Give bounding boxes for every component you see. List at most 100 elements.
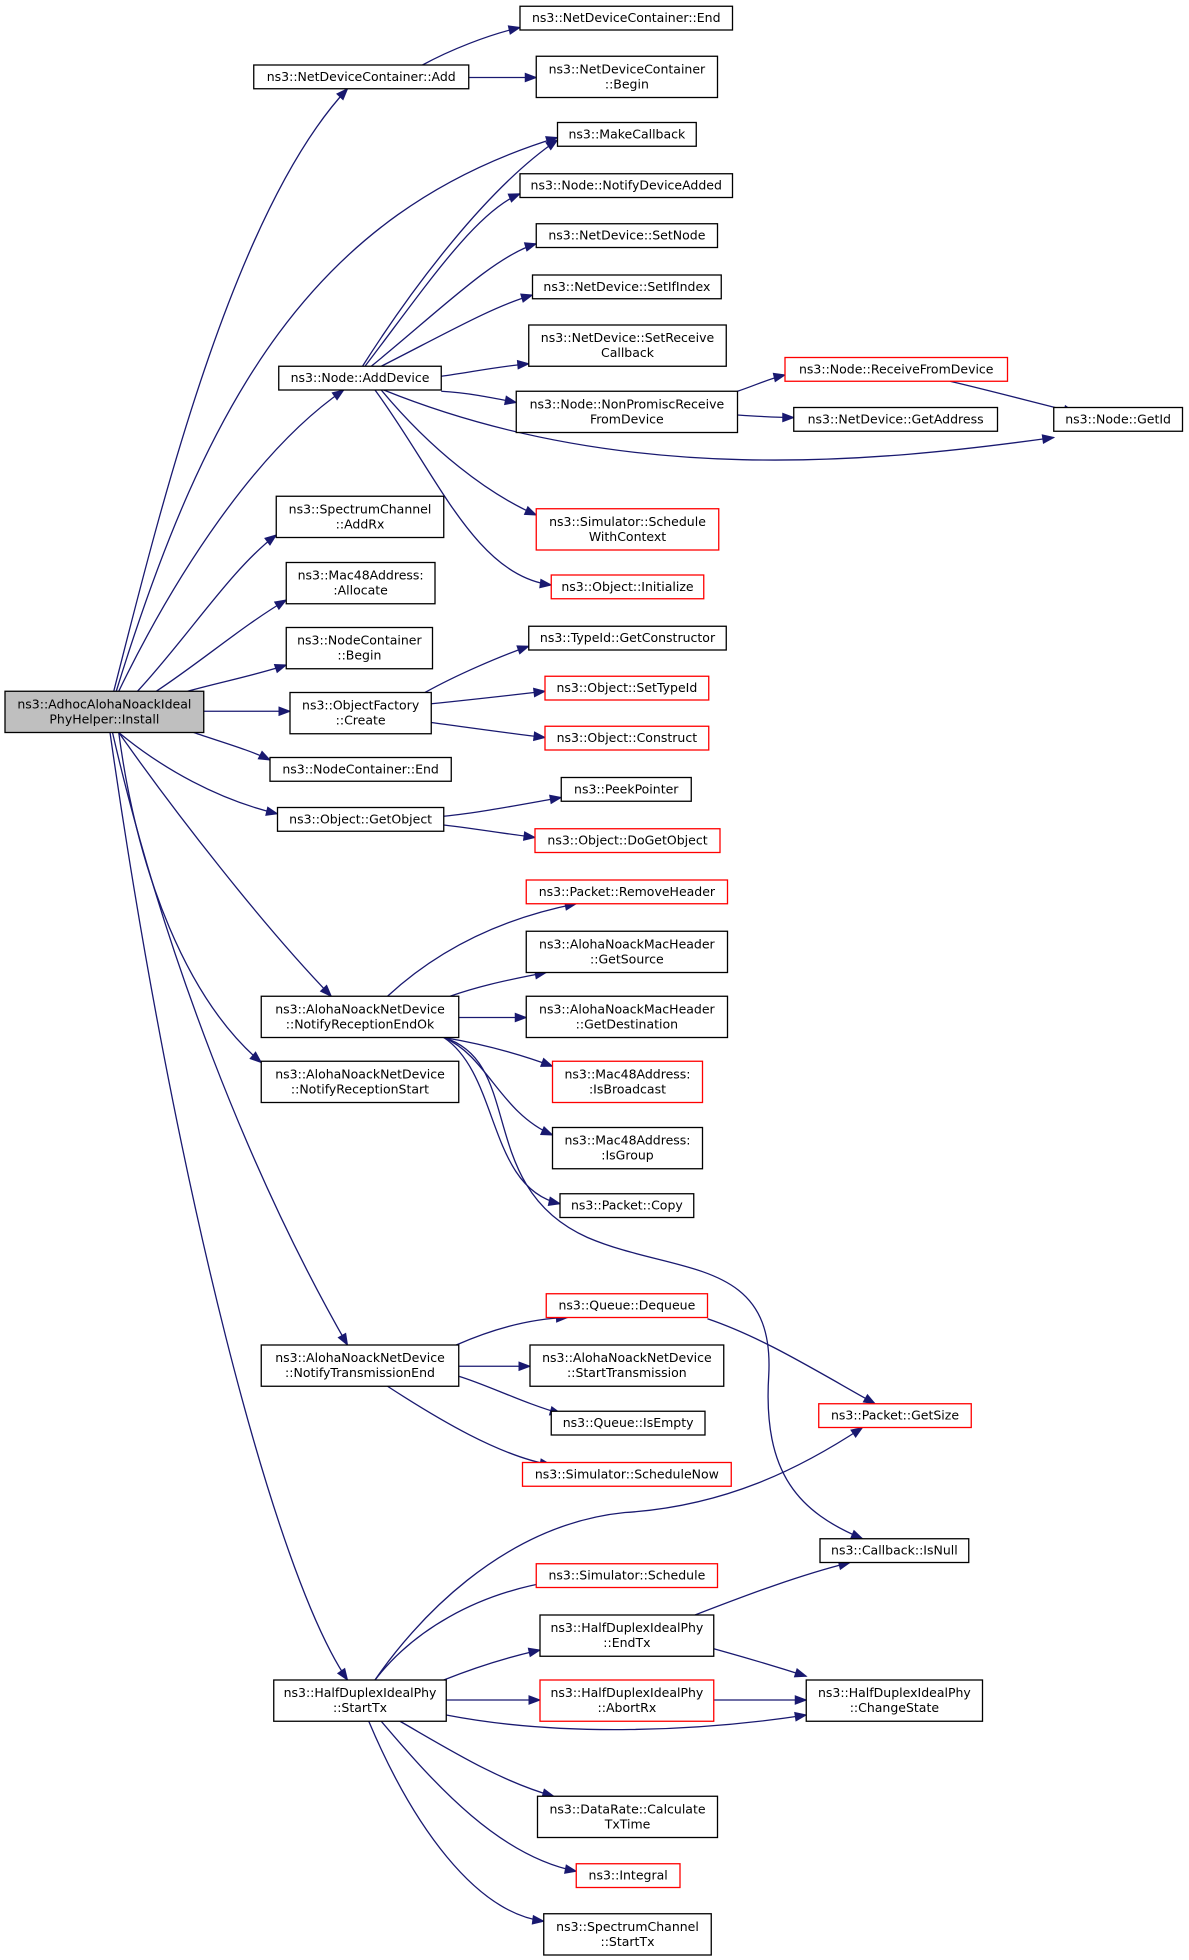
node-notifytx[interactable]: ns3::AlohaNoackNetDevice::NotifyTransmis…	[260, 1344, 460, 1387]
node-notifystart[interactable]: ns3::AlohaNoackNetDevice::NotifyReceptio…	[260, 1060, 460, 1104]
node-box	[559, 1193, 695, 1219]
node-box	[544, 675, 710, 701]
node-label: ns3::Node::GetId	[1065, 411, 1171, 426]
node-recvfrom[interactable]: ns3::Node::ReceiveFromDevice	[784, 356, 1009, 382]
node-label: ns3::NetDeviceContainer::End	[532, 10, 721, 25]
node-getsource[interactable]: ns3::AlohaNoackMacHeader::GetSource	[525, 930, 729, 974]
node-getobject[interactable]: ns3::Object::GetObject	[276, 806, 445, 832]
node-isgroup[interactable]: ns3::Mac48Address::IsGroup	[551, 1126, 704, 1170]
arrowhead-addevice-to-nonpromisc	[504, 395, 518, 406]
node-removehdr[interactable]: ns3::Packet::RemoveHeader	[525, 879, 729, 905]
node-getsize[interactable]: ns3::Packet::GetSize	[818, 1403, 972, 1429]
node-ndc_begin[interactable]: ns3::NetDeviceContainer::Begin	[535, 55, 719, 99]
arrowhead-addevice-to-setrecv	[516, 359, 531, 370]
node-pktcopy[interactable]: ns3::Packet::Copy	[559, 1193, 695, 1219]
node-nc_begin[interactable]: ns3::NodeContainer::Begin	[285, 626, 434, 670]
node-makecb[interactable]: ns3::MakeCallback	[556, 121, 697, 147]
node-isnull[interactable]: ns3::Callback::IsNull	[819, 1538, 970, 1564]
edge-dequeue-to-getsize	[707, 1318, 876, 1405]
node-box	[521, 1461, 732, 1487]
arrowhead-phystarttx-to-changestate	[794, 1711, 808, 1722]
node-isempty[interactable]: ns3::Queue::IsEmpty	[550, 1410, 706, 1436]
node-label: ::AddRx	[336, 516, 385, 531]
node-label: ns3::MakeCallback	[568, 126, 686, 141]
node-getaddr[interactable]: ns3::NetDevice::GetAddress	[793, 406, 999, 432]
node-schedule[interactable]: ns3::Simulator::Schedule	[535, 1563, 719, 1589]
node-label: ns3::NodeContainer::End	[282, 761, 438, 776]
node-setifindex[interactable]: ns3::NetDevice::SetIfIndex	[531, 274, 722, 300]
node-isbcast[interactable]: ns3::Mac48Address::IsBroadcast	[551, 1060, 704, 1104]
edge-phystarttx-to-calctx	[399, 1720, 554, 1797]
node-dequeue[interactable]: ns3::Queue::Dequeue	[545, 1293, 709, 1319]
node-notifyok[interactable]: ns3::AlohaNoackNetDevice::NotifyReceptio…	[260, 995, 460, 1039]
node-label: ns3::AlohaNoackMacHeader	[539, 936, 716, 951]
arrowhead-root-to-notifyok	[319, 984, 333, 998]
node-mac48alloc[interactable]: ns3::Mac48Address::Allocate	[285, 561, 436, 605]
node-label: ::NotifyTransmissionEnd	[285, 1365, 435, 1380]
node-ndc_end[interactable]: ns3::NetDeviceContainer::End	[519, 5, 734, 31]
edge-root-to-phystarttx	[109, 732, 349, 1681]
node-label: ns3::AlohaNoackNetDevice	[542, 1350, 712, 1365]
edge-addevice-to-setifindex	[380, 294, 533, 367]
node-label: ns3::Queue::IsEmpty	[563, 1415, 694, 1430]
node-endtx[interactable]: ns3::HalfDuplexIdealPhy::EndTx	[539, 1614, 715, 1657]
node-box	[269, 756, 452, 782]
node-root[interactable]: ns3::AdhocAlohaNoackIdealPhyHelper::Inst…	[4, 690, 205, 734]
node-label: ns3::Node::NonPromiscReceive	[530, 396, 725, 411]
node-setnode[interactable]: ns3::NetDevice::SetNode	[535, 223, 719, 249]
node-box	[819, 1538, 970, 1564]
arrowhead-root-to-nc_end	[257, 750, 272, 761]
node-label: ns3::NetDeviceContainer	[549, 61, 706, 76]
node-box	[260, 995, 460, 1039]
node-addrx[interactable]: ns3::SpectrumChannel::AddRx	[275, 495, 445, 539]
node-label: ns3::Integral	[589, 1868, 668, 1883]
node-dogetobj[interactable]: ns3::Object::DoGetObject	[534, 828, 721, 854]
node-ndc_add[interactable]: ns3::NetDeviceContainer::Add	[253, 64, 470, 90]
node-label: ns3::Node::ReceiveFromDevice	[799, 361, 994, 376]
node-phystarttx[interactable]: ns3::HalfDuplexIdealPhy::StartTx	[273, 1679, 447, 1722]
node-box	[285, 561, 436, 605]
node-abortrx[interactable]: ns3::HalfDuplexIdealPhy::AbortRx	[539, 1679, 715, 1722]
node-label: ::StartTransmission	[567, 1365, 687, 1380]
node-getid[interactable]: ns3::Node::GetId	[1053, 406, 1184, 432]
node-integral[interactable]: ns3::Integral	[575, 1863, 681, 1889]
node-box	[535, 223, 719, 249]
node-objfactory[interactable]: ns3::ObjectFactory::Create	[289, 691, 432, 735]
node-box	[531, 274, 722, 300]
node-peekptr[interactable]: ns3::PeekPointer	[560, 776, 692, 802]
arrowhead-root-to-ndc_add	[336, 87, 349, 101]
node-label: ns3::Packet::RemoveHeader	[539, 884, 716, 899]
edge-root-to-makecb	[115, 136, 558, 692]
node-getctor[interactable]: ns3::TypeId::GetConstructor	[528, 625, 727, 651]
node-construct[interactable]: ns3::Object::Construct	[544, 725, 710, 751]
node-notifydev[interactable]: ns3::Node::NotifyDeviceAdded	[519, 173, 734, 199]
node-objinit[interactable]: ns3::Object::Initialize	[550, 574, 705, 600]
node-settypeid[interactable]: ns3::Object::SetTypeId	[544, 675, 710, 701]
node-schednow[interactable]: ns3::Simulator::ScheduleNow	[521, 1461, 732, 1487]
arrowhead-ndc_add-to-ndc_begin	[524, 72, 538, 83]
node-label: ::GetDestination	[576, 1016, 678, 1031]
edge-notifyok-to-getsource	[449, 971, 547, 997]
node-nc_end[interactable]: ns3::NodeContainer::End	[269, 756, 452, 782]
node-getdest[interactable]: ns3::AlohaNoackMacHeader::GetDestination	[525, 995, 729, 1039]
node-addevice[interactable]: ns3::Node::AddDevice	[278, 365, 442, 391]
arrowhead-addevice-to-setnode	[523, 242, 538, 252]
arrowhead-root-to-nc_begin	[273, 663, 288, 674]
node-changestate[interactable]: ns3::HalfDuplexIdealPhy::ChangeState	[805, 1679, 984, 1722]
node-box	[529, 1344, 725, 1387]
node-starttrans[interactable]: ns3::AlohaNoackNetDevice::StartTransmiss…	[529, 1344, 725, 1387]
node-box	[276, 806, 445, 832]
arrowhead-root-to-notifytx	[337, 1332, 349, 1347]
arrowhead-phystarttx-to-abortrx	[528, 1695, 542, 1705]
node-label: ns3::Object::Construct	[557, 730, 698, 745]
edge-endtx-to-changestate	[713, 1648, 807, 1677]
node-chstarttx[interactable]: ns3::SpectrumChannel::StartTx	[543, 1913, 712, 1956]
edge-root-to-notifystart	[118, 732, 262, 1063]
arrowhead-root-to-mac48alloc	[273, 599, 288, 611]
node-box	[525, 930, 729, 974]
